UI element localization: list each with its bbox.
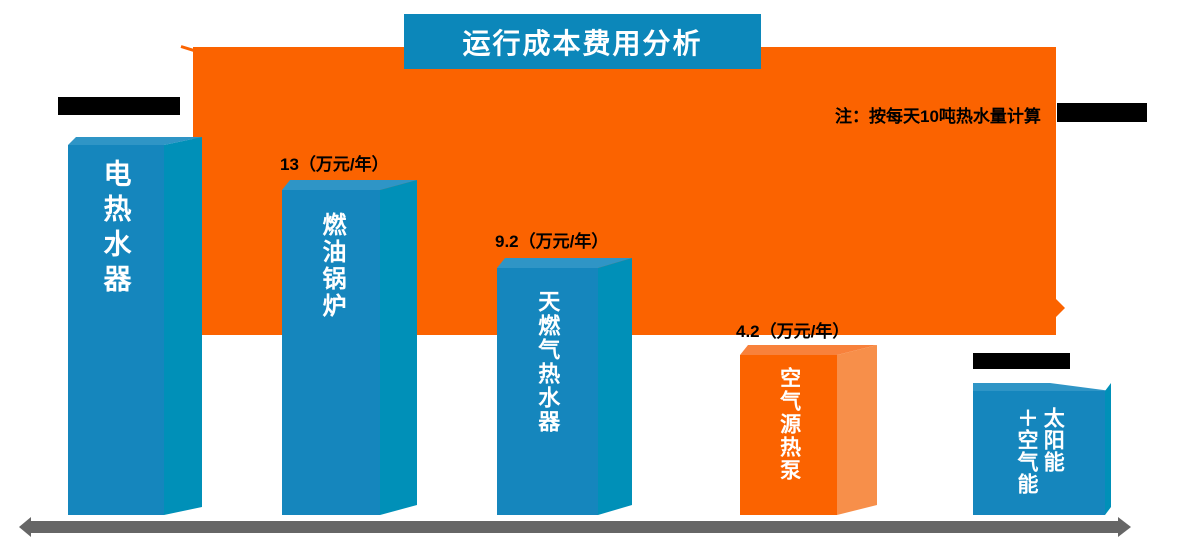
axis-left-arrow-icon — [19, 517, 31, 537]
bar-value-label: 4.2（万元/年） — [736, 322, 850, 341]
bar-category-label: 燃油锅炉 — [318, 212, 345, 320]
chart-bar: 电热水器 — [68, 137, 202, 515]
redacted-value-label — [58, 97, 180, 115]
chart-bar: 天燃气热水器 — [497, 258, 632, 515]
chart-title-text: 运行成本费用分析 — [462, 27, 703, 59]
bar-side-face — [164, 137, 202, 515]
bar-front-face: 电热水器 — [68, 145, 164, 515]
redacted-value-label — [973, 353, 1070, 369]
bar-category-label-column: ＋空气能 — [1015, 407, 1038, 495]
chart-bar: 太阳能＋空气能 — [973, 383, 1111, 515]
note-text: 注：按每天10吨热水量计算 — [835, 107, 1041, 126]
bar-side-face — [380, 180, 417, 515]
chart-title: 运行成本费用分析 — [404, 14, 761, 69]
bar-value-label: 13（万元/年） — [280, 155, 389, 174]
note-redacted-label — [1057, 103, 1147, 122]
bar-top-face — [740, 345, 877, 355]
bar-top-face — [282, 180, 417, 190]
bar-category-label-column: 太阳能 — [1041, 407, 1065, 473]
bar-side-face — [598, 258, 632, 515]
axis-right-arrow-icon — [1118, 517, 1131, 537]
bar-top-face — [497, 258, 632, 268]
chart-bar: 燃油锅炉 — [282, 180, 417, 515]
bar-front-face: 太阳能＋空气能 — [973, 391, 1105, 515]
bar-top-face — [973, 383, 1111, 391]
bar-top-face — [68, 137, 202, 145]
bar-category-label: 天燃气热水器 — [535, 290, 561, 434]
x-axis-line — [30, 521, 1118, 533]
bar-side-face — [837, 345, 877, 515]
bar-category-label: 太阳能＋空气能 — [1013, 407, 1066, 495]
bar-category-label: 空气源热泵 — [777, 367, 801, 482]
bar-front-face: 天燃气热水器 — [497, 268, 598, 515]
bar-side-face — [1105, 383, 1111, 515]
bar-value-label: 9.2（万元/年） — [495, 232, 609, 251]
chart-bar: 空气源热泵 — [740, 345, 877, 515]
bar-category-label: 电热水器 — [100, 159, 132, 299]
banner-arrow-notch-icon — [1056, 299, 1065, 317]
bar-front-face: 空气源热泵 — [740, 355, 837, 515]
bar-front-face: 燃油锅炉 — [282, 190, 380, 515]
